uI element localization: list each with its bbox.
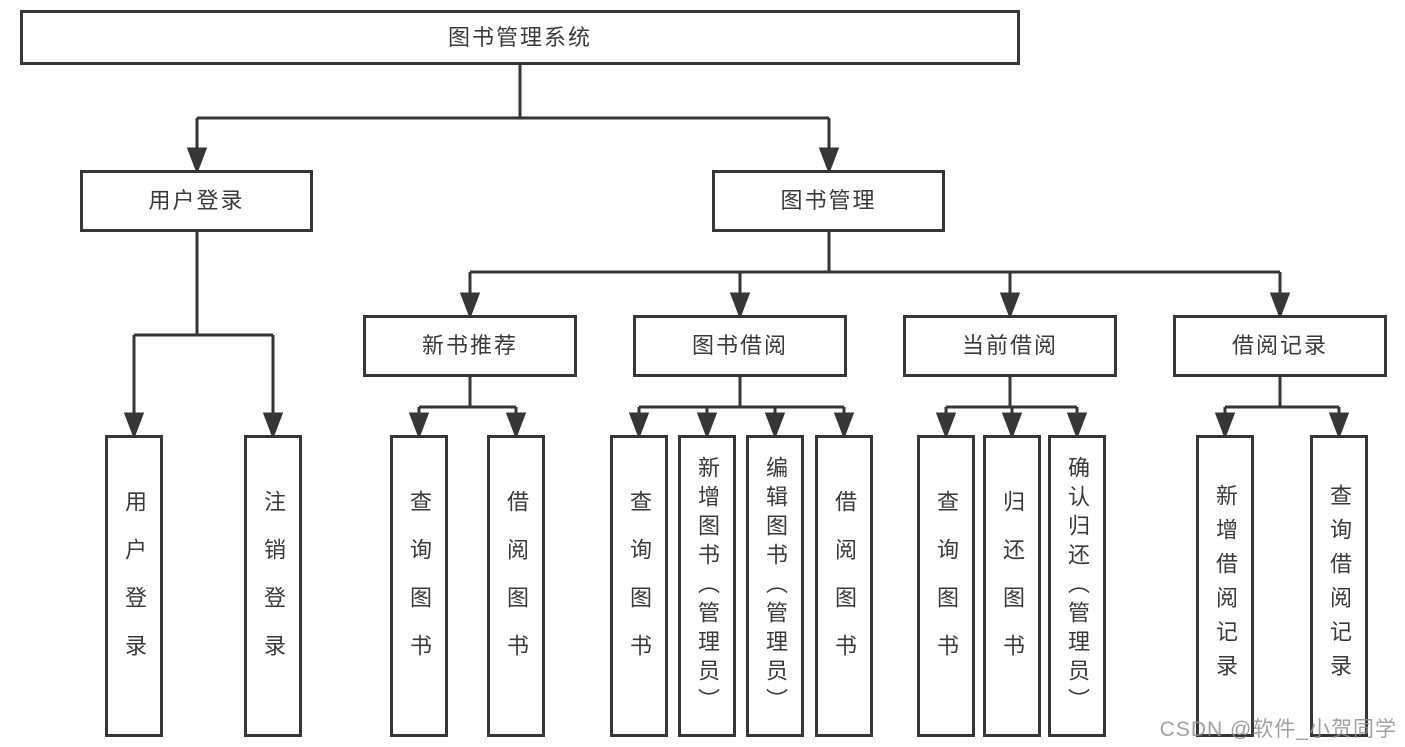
leaf-cb-return-book-label: 归还图书 xyxy=(1000,490,1025,682)
leaf-cb-confirm-return-admin: 确认归还（管理员） xyxy=(1048,435,1106,737)
node-user-login: 用户登录 xyxy=(80,170,313,232)
node-book-borrow: 图书借阅 xyxy=(633,315,847,377)
leaf-nr-borrow-book-label: 借阅图书 xyxy=(504,490,529,682)
leaf-cb-confirm-return-admin-label: 确认归还（管理员） xyxy=(1065,455,1090,717)
node-current-borrow: 当前借阅 xyxy=(903,315,1117,377)
node-new-book-recommend: 新书推荐 xyxy=(363,315,577,377)
edge-borrow-records-to-leaves xyxy=(1214,377,1350,440)
leaf-user-login-label: 用户登录 xyxy=(122,490,147,682)
leaf-bb-edit-book-admin-label: 编辑图书（管理员） xyxy=(763,455,788,717)
leaf-br-query-record: 查询借阅记录 xyxy=(1310,435,1368,737)
leaf-cb-query-book-label: 查询图书 xyxy=(934,490,959,682)
leaf-cb-query-book: 查询图书 xyxy=(917,435,975,737)
leaf-nr-query-book-label: 查询图书 xyxy=(407,490,432,682)
leaf-bb-query-book-label: 查询图书 xyxy=(627,490,652,682)
node-borrow-records: 借阅记录 xyxy=(1173,315,1387,377)
leaf-cb-return-book: 归还图书 xyxy=(983,435,1041,737)
leaf-br-query-record-label: 查询借阅记录 xyxy=(1327,484,1352,688)
leaf-nr-query-book: 查询图书 xyxy=(390,435,448,737)
leaf-bb-edit-book-admin: 编辑图书（管理员） xyxy=(746,435,804,737)
node-book-management: 图书管理 xyxy=(712,170,945,232)
leaf-bb-borrow-book: 借阅图书 xyxy=(815,435,873,737)
edge-new-book-recommend-to-leaves xyxy=(408,377,527,440)
leaf-bb-borrow-book-label: 借阅图书 xyxy=(832,490,857,682)
leaf-br-add-record: 新增借阅记录 xyxy=(1196,435,1254,737)
edge-root-to-level2 xyxy=(186,65,840,175)
edge-user-login-to-leaves xyxy=(123,232,284,440)
edge-current-borrow-to-leaves xyxy=(935,377,1088,440)
leaf-bb-query-book: 查询图书 xyxy=(610,435,668,737)
leaf-bb-add-book-admin: 新增图书（管理员） xyxy=(678,435,736,737)
leaf-bb-add-book-admin-label: 新增图书（管理员） xyxy=(695,455,720,717)
edge-book-borrow-to-leaves xyxy=(628,377,855,440)
leaf-logout-label: 注销登录 xyxy=(261,490,286,682)
leaf-nr-borrow-book: 借阅图书 xyxy=(487,435,545,737)
node-root: 图书管理系统 xyxy=(20,10,1020,65)
leaf-logout: 注销登录 xyxy=(244,435,302,737)
leaf-user-login: 用户登录 xyxy=(105,435,163,737)
edge-book-management-to-level3 xyxy=(459,232,1291,320)
leaf-br-add-record-label: 新增借阅记录 xyxy=(1213,484,1238,688)
